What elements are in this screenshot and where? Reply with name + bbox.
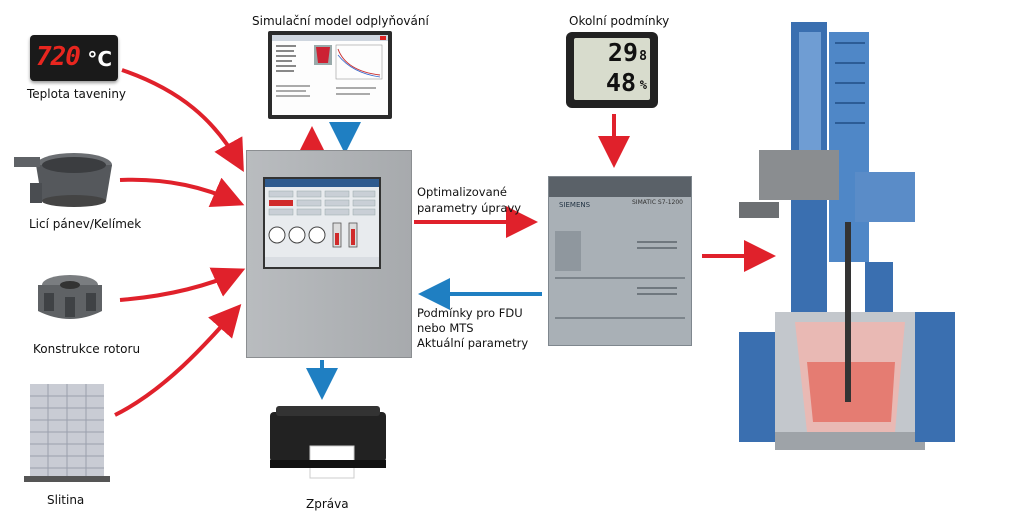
- arrow-ingot-to-cabinet: [114, 304, 242, 417]
- rotor-label: Konstrukce rotoru: [33, 342, 141, 356]
- temperature-unit: °C: [87, 47, 112, 71]
- ambient-temperature: 29: [607, 38, 638, 67]
- ingot-label: Slitina: [47, 493, 85, 507]
- ingot-stack-image: [24, 384, 110, 482]
- rotor-image: [38, 275, 102, 319]
- degassing-machine-image: [739, 22, 955, 450]
- melt-temperature-label: Teplota taveniny: [27, 87, 127, 101]
- printer-label: Zpráva: [306, 497, 349, 511]
- control-cabinet: [246, 150, 412, 358]
- simulation-monitor: [268, 31, 392, 119]
- melt-temperature-display: 720 °C: [30, 35, 118, 81]
- optimized-params-label: Optimalizované parametry úpravy: [417, 185, 522, 215]
- siemens-plc: SIEMENS SIMATIC S7-1200: [548, 176, 692, 346]
- plc-brand: SIEMENS: [559, 201, 591, 209]
- ambient-humidity: 48: [605, 68, 636, 97]
- ambient-label: Okolní podmínky: [569, 14, 670, 28]
- feedback-label: Podmínky pro FDU nebo MTS Aktuální param…: [417, 306, 529, 350]
- printer-image: [270, 406, 386, 479]
- ambient-thermometer: 29 8 48 %: [566, 32, 658, 108]
- ladle-label: Licí pánev/Kelímek: [29, 217, 142, 231]
- arrow-temp-to-cabinet: [121, 68, 244, 172]
- ambient-temperature-decimal: 8: [639, 49, 647, 64]
- arrow-rotor-to-cabinet: [119, 267, 246, 302]
- temperature-value: 720: [36, 42, 81, 72]
- ladle-image: [14, 153, 112, 207]
- simulation-label: Simulační model odplyňování: [252, 14, 429, 28]
- plc-model: SIMATIC S7-1200: [632, 199, 683, 206]
- arrow-ladle-to-cabinet: [119, 177, 245, 208]
- simulation-screen: [272, 35, 388, 97]
- ambient-humidity-unit: %: [639, 78, 647, 92]
- cabinet-touchscreen: [263, 177, 381, 269]
